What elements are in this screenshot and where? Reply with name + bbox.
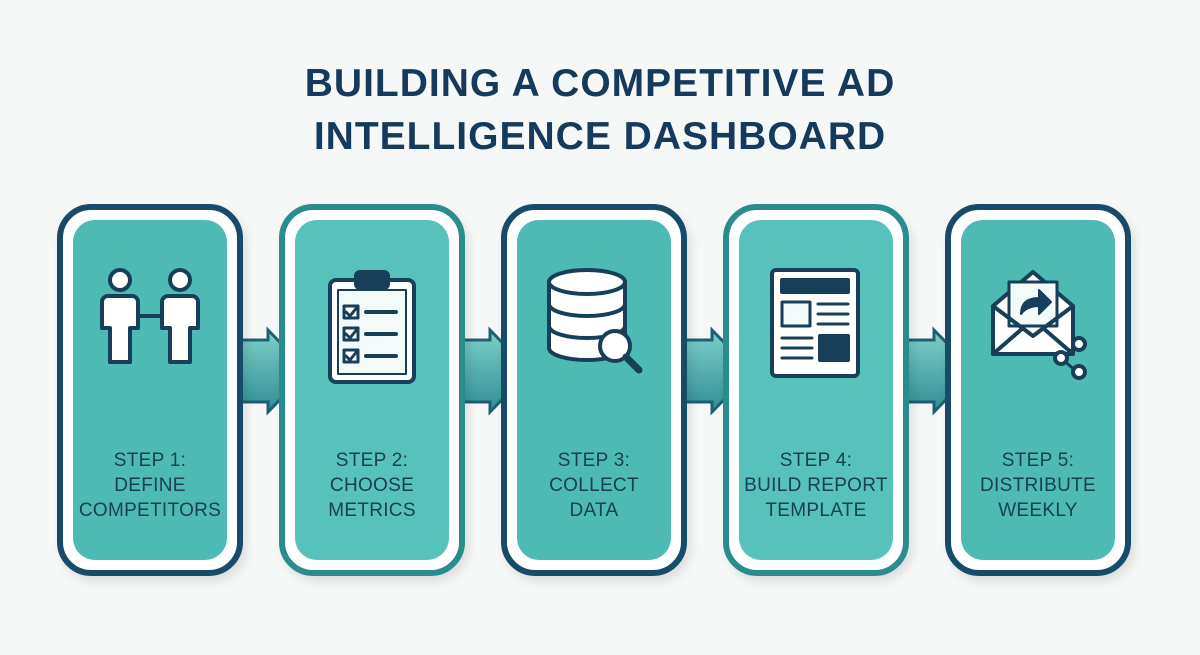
- step-1-label: STEP 1: DEFINE COMPETITORS: [73, 448, 227, 523]
- step-4-label: STEP 4: BUILD REPORT TEMPLATE: [739, 448, 893, 523]
- clipboard-checklist-icon: [295, 266, 449, 386]
- step-2-line-1: CHOOSE: [329, 475, 415, 496]
- step-2-card: STEP 2: CHOOSE METRICS: [279, 204, 465, 576]
- database-search-icon: [517, 266, 671, 386]
- step-2-label: STEP 2: CHOOSE METRICS: [295, 448, 449, 523]
- step-1-line-1: DEFINE: [114, 475, 186, 496]
- report-template-icon: [739, 266, 893, 386]
- step-1-line-2: COMPETITORS: [78, 500, 222, 521]
- step-4-card: STEP 4: BUILD REPORT TEMPLATE: [723, 204, 909, 576]
- step-3-label: STEP 3: COLLECT DATA: [517, 448, 671, 523]
- step-5-line-2: WEEKLY: [998, 500, 1078, 521]
- page-title: BUILDING A COMPETITIVE AD INTELLIGENCE D…: [0, 57, 1200, 163]
- step-1-card: STEP 1: DEFINE COMPETITORS: [57, 204, 243, 576]
- step-3-card: STEP 3: COLLECT DATA: [501, 204, 687, 576]
- step-5-line-1: DISTRIBUTE: [980, 475, 1096, 496]
- step-3-line-2: DATA: [569, 500, 619, 521]
- step-5-number: STEP 5:: [1001, 450, 1075, 471]
- step-2-line-2: METRICS: [328, 500, 416, 521]
- step-5-card: STEP 5: DISTRIBUTE WEEKLY: [945, 204, 1131, 576]
- step-2-number: STEP 2:: [335, 450, 409, 471]
- step-4-line-2: TEMPLATE: [765, 500, 867, 521]
- step-5-label: STEP 5: DISTRIBUTE WEEKLY: [961, 448, 1115, 523]
- step-3-number: STEP 3:: [557, 450, 631, 471]
- envelope-share-icon: [961, 266, 1115, 386]
- step-4-line-1: BUILD REPORT: [744, 475, 888, 496]
- step-3-line-1: COLLECT: [549, 475, 639, 496]
- title-line-1: BUILDING A COMPETITIVE AD: [304, 62, 896, 105]
- step-1-number: STEP 1:: [113, 450, 187, 471]
- title-line-2: INTELLIGENCE DASHBOARD: [313, 115, 887, 158]
- step-4-number: STEP 4:: [779, 450, 853, 471]
- two-people-icon: [73, 266, 227, 386]
